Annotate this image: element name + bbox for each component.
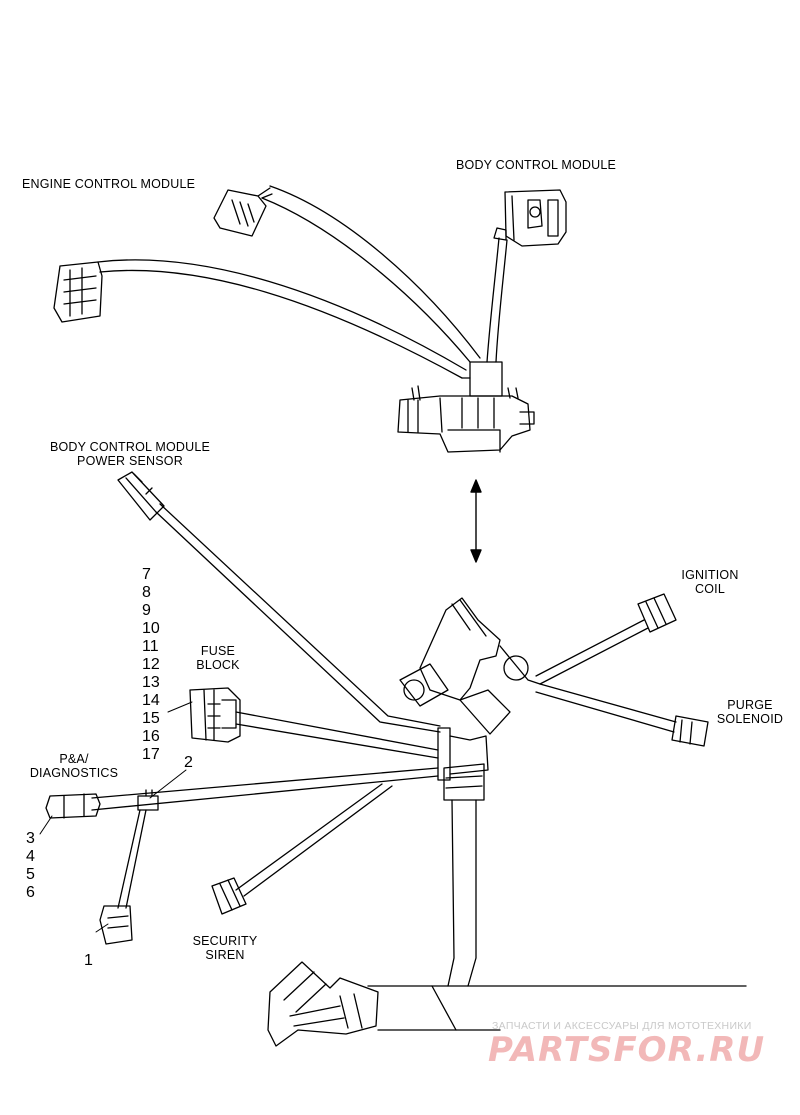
security-siren-lead <box>235 783 393 897</box>
purge-solenoid-label-line1: PURGE <box>727 698 773 712</box>
security-siren-label-line2: SIREN <box>205 948 245 962</box>
harness-clip <box>137 789 159 811</box>
callout-item-4: 4 <box>26 848 35 865</box>
bcm-power-sensor-label-line1: BODY CONTROL MODULE <box>49 440 211 454</box>
body-control-module-label: BODY CONTROL MODULE <box>456 158 617 172</box>
fuse-block-label-line2: BLOCK <box>196 658 240 672</box>
main-trunk <box>447 799 477 987</box>
ignition-coil-label: IGNITION COIL <box>672 568 748 596</box>
pa-diagnostics-label-line1: P&A/ <box>59 752 89 766</box>
pa-diagnostics-label: P&A/ DIAGNOSTICS <box>22 752 126 780</box>
leader-lines <box>39 701 193 933</box>
callout-item-9: 9 <box>142 602 151 619</box>
fuse-block-label: FUSE BLOCK <box>188 644 248 672</box>
watermark-logo: PARTSFOR.RU <box>488 1030 766 1070</box>
purge-solenoid-label: PURGE SOLENOID <box>710 698 790 726</box>
callout-item-1: 1 <box>84 952 93 969</box>
ecm-lead-upper <box>261 185 481 363</box>
callout-item-2: 2 <box>184 754 193 771</box>
watermark-tagline: ЗАПЧАСТИ И АКСЕССУАРЫ ДЛЯ МОТОТЕХНИКИ <box>492 1020 752 1032</box>
callout-item-10: 10 <box>142 620 160 637</box>
ignition-coil-label-line1: IGNITION <box>681 568 739 582</box>
callout-item-12: 12 <box>142 656 160 673</box>
frame-rail <box>367 985 747 1031</box>
security-siren-connector <box>211 877 247 915</box>
bcm-power-sensor-lead <box>155 503 441 733</box>
security-siren-label-line1: SECURITY <box>192 934 258 948</box>
ecm-lead-lower <box>97 259 467 379</box>
diagnostics-branch <box>117 809 147 909</box>
callout-item-17: 17 <box>142 746 160 763</box>
purge-solenoid-lead <box>535 683 677 733</box>
ecm-connector-upper <box>213 187 273 237</box>
connection-arrow <box>470 479 482 563</box>
bcm-power-sensor-label: BODY CONTROL MODULE POWER SENSOR <box>42 440 218 468</box>
callout-item-3: 3 <box>26 830 35 847</box>
fuse-block-label-line1: FUSE <box>200 644 236 658</box>
ignition-coil-label-line2: COIL <box>695 582 725 596</box>
callout-item-13: 13 <box>142 674 160 691</box>
ecm-connector-lower <box>53 261 103 323</box>
bcm-power-sensor-connector <box>117 471 165 521</box>
callout-item-11: 11 <box>142 638 159 655</box>
ignition-coil-connector <box>637 593 677 633</box>
ignition-coil-lead <box>535 619 649 685</box>
callout-item-7: 7 <box>142 566 151 583</box>
purge-solenoid-label-line2: SOLENOID <box>716 712 784 726</box>
diagnostics-lead <box>91 767 439 811</box>
callout-item-5: 5 <box>26 866 35 883</box>
fuse-block-connector <box>189 687 241 743</box>
callout-item-15: 15 <box>142 710 160 727</box>
harness-grommet <box>437 727 489 801</box>
fuse-block-lead <box>235 711 439 759</box>
diagnostics-small-connector <box>99 905 133 945</box>
callout-item-16: 16 <box>142 728 160 745</box>
callout-item-8: 8 <box>142 584 151 601</box>
bcm-power-sensor-label-line2: POWER SENSOR <box>77 454 183 468</box>
engine-control-module-label: ENGINE CONTROL MODULE <box>22 177 196 191</box>
lower-junction-connectors <box>399 597 541 735</box>
callout-item-14: 14 <box>142 692 160 709</box>
pa-diagnostics-label-line2: DIAGNOSTICS <box>29 766 119 780</box>
upper-connector-assembly <box>397 385 535 453</box>
upper-trunk <box>461 361 503 397</box>
bcm-module <box>493 189 567 247</box>
callout-item-6: 6 <box>26 884 35 901</box>
bcm-lead <box>486 237 508 363</box>
purge-solenoid-connector <box>671 715 709 747</box>
bottom-connector-assembly <box>267 961 379 1047</box>
diagnostics-connector <box>45 793 101 819</box>
security-siren-label: SECURITY SIREN <box>186 934 264 962</box>
